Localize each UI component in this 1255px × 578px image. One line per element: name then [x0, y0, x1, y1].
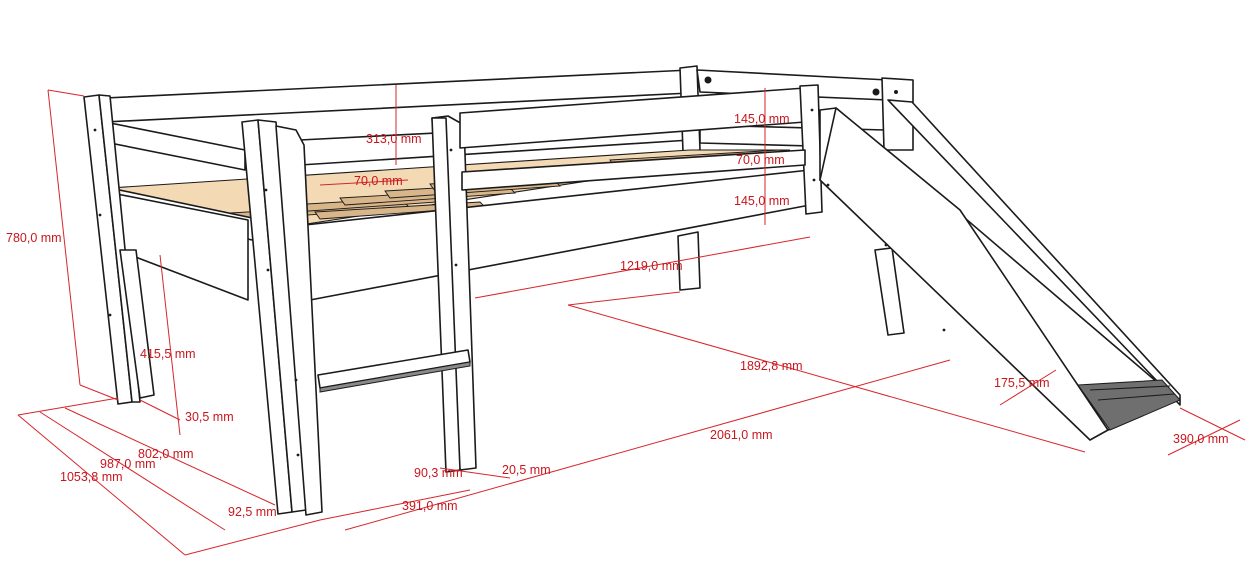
dim-length-total: 2061,0 mm: [710, 428, 773, 442]
slide: [819, 99, 1181, 441]
front-guard-rail: [459, 84, 823, 215]
dim-guard-top: 145,0 mm: [734, 112, 790, 126]
front-left-posts: [241, 119, 323, 516]
dim-rail-height: 313,0 mm: [366, 132, 422, 146]
dim-height-total: 780,0 mm: [6, 231, 62, 245]
bed-drawing: [83, 65, 1181, 516]
right-legs: [677, 231, 905, 336]
dimension-lines: [17, 85, 1246, 556]
dim-width-mid: 987,0 mm: [100, 457, 156, 471]
dim-guard-bottom: 145,0 mm: [734, 194, 790, 208]
dim-slide-width: 390,0 mm: [1173, 432, 1229, 446]
dim-under-height: 415,5 mm: [140, 347, 196, 361]
dim-slide-width-inner: 175,5 mm: [994, 376, 1050, 390]
dim-ladder-width: 391,0 mm: [402, 499, 458, 513]
ladder: [317, 115, 477, 473]
dim-width-inner: 802,0 mm: [138, 447, 194, 461]
dim-leg-thickness: 30,5 mm: [185, 410, 234, 424]
dim-opening-length: 1219,0 mm: [620, 259, 683, 273]
dim-length-inner: 1892,8 mm: [740, 359, 803, 373]
dim-ladder-rung: 90,3 mm: [414, 466, 463, 480]
dim-ladder-post: 20,5 mm: [502, 463, 551, 477]
dim-guard-gap: 70,0 mm: [736, 153, 785, 167]
dim-ladder-offset: 92,5 mm: [228, 505, 277, 519]
left-headboard: [83, 94, 246, 405]
dim-width-total: 1053,8 mm: [60, 470, 123, 484]
dim-slat-gap: 70,0 mm: [354, 174, 403, 188]
dimension-labels: 780,0 mm 313,0 mm 70,0 mm 145,0 mm 70,0 …: [6, 112, 1229, 519]
